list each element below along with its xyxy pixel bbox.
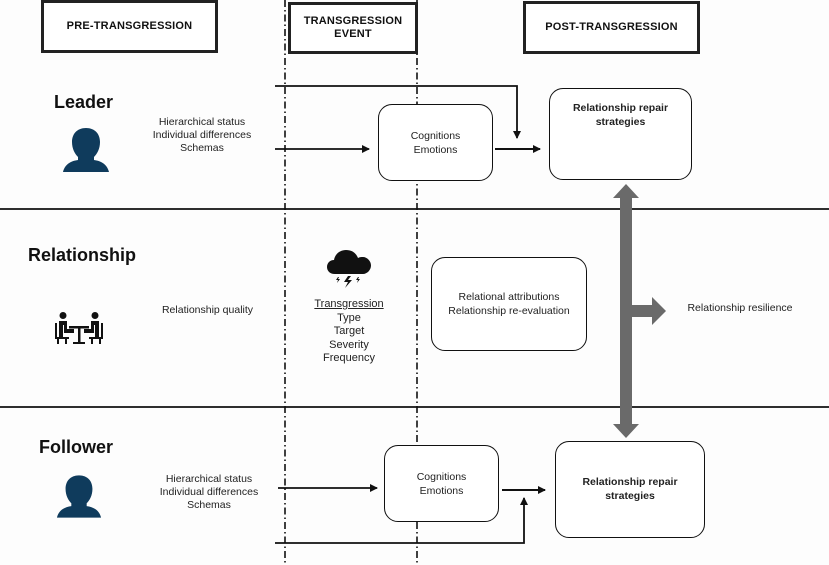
transgression-attribute: Severity xyxy=(329,338,369,351)
leader-person-icon xyxy=(61,128,111,177)
meeting-at-table-icon xyxy=(54,312,104,351)
phase-header-post: POST-TRANSGRESSION xyxy=(523,1,700,54)
big-double-arrow xyxy=(613,184,666,438)
phase-label-pre: PRE-TRANSGRESSION xyxy=(66,20,193,32)
transgression-attributes: Transgression Type Target Severity Frequ… xyxy=(300,298,398,366)
transgression-heading: Transgression xyxy=(314,298,384,310)
storm-cloud-lightning-icon xyxy=(327,250,371,293)
relationship-resilience-label: Relationship resilience xyxy=(687,302,793,314)
relationship-reaction-line: Relational attributions xyxy=(458,291,560,303)
relationship-factor: Relationship quality xyxy=(161,304,254,316)
relationship-reaction-line: Relationship re-evaluation xyxy=(448,305,570,317)
transgression-attribute: Target xyxy=(333,325,365,337)
leader-outcome-line: Relationship repair xyxy=(572,102,669,114)
leader-reaction-line: Emotions xyxy=(413,143,458,156)
follower-reaction-line: Cognitions xyxy=(416,470,467,483)
leader-factor: Hierarchical status xyxy=(158,116,246,128)
follower-factor: Hierarchical status xyxy=(165,473,253,485)
leader-outcome-box: Relationship repair strategies xyxy=(549,88,692,180)
leader-outcome-line: strategies xyxy=(595,116,646,128)
follower-outcome-line: strategies xyxy=(605,490,655,502)
row-title-leader: Leader xyxy=(54,92,114,112)
follower-outcome-box: Relationship repair strategies xyxy=(555,441,705,538)
follower-outcome-line: Relationship repair xyxy=(582,476,678,488)
leader-reaction-line: Cognitions xyxy=(410,129,461,142)
leader-reaction-box: Cognitions Emotions xyxy=(378,104,493,181)
follower-reaction-box: Cognitions Emotions xyxy=(384,445,499,522)
follower-direct-arrow xyxy=(275,497,528,544)
phase-label-event-line2: EVENT xyxy=(334,28,372,40)
leader-direct-arrow xyxy=(275,85,521,139)
phase-label-post: POST-TRANSGRESSION xyxy=(545,21,678,33)
transgression-attribute: Type xyxy=(337,311,361,324)
row-title-follower: Follower xyxy=(39,437,114,457)
follower-person-icon xyxy=(55,475,103,523)
relationship-reaction-box: Relational attributions Relationship re-… xyxy=(431,257,587,351)
follower-factor: Schemas xyxy=(187,499,231,511)
row-title-relationship: Relationship xyxy=(28,245,137,265)
follower-reaction-line: Emotions xyxy=(419,484,464,497)
leader-factors: Hierarchical status Individual differenc… xyxy=(146,116,258,155)
follower-factors: Hierarchical status Individual differenc… xyxy=(152,473,266,512)
phase-label-event-line1: TRANSGRESSION xyxy=(303,15,403,27)
transgression-attribute: Frequency xyxy=(323,352,375,364)
resilience-arrow xyxy=(632,297,666,325)
leader-factor: Individual differences xyxy=(152,129,252,141)
leader-factor: Schemas xyxy=(180,142,224,154)
follower-factor: Individual differences xyxy=(159,486,259,498)
phase-header-pre: PRE-TRANSGRESSION xyxy=(41,0,218,53)
